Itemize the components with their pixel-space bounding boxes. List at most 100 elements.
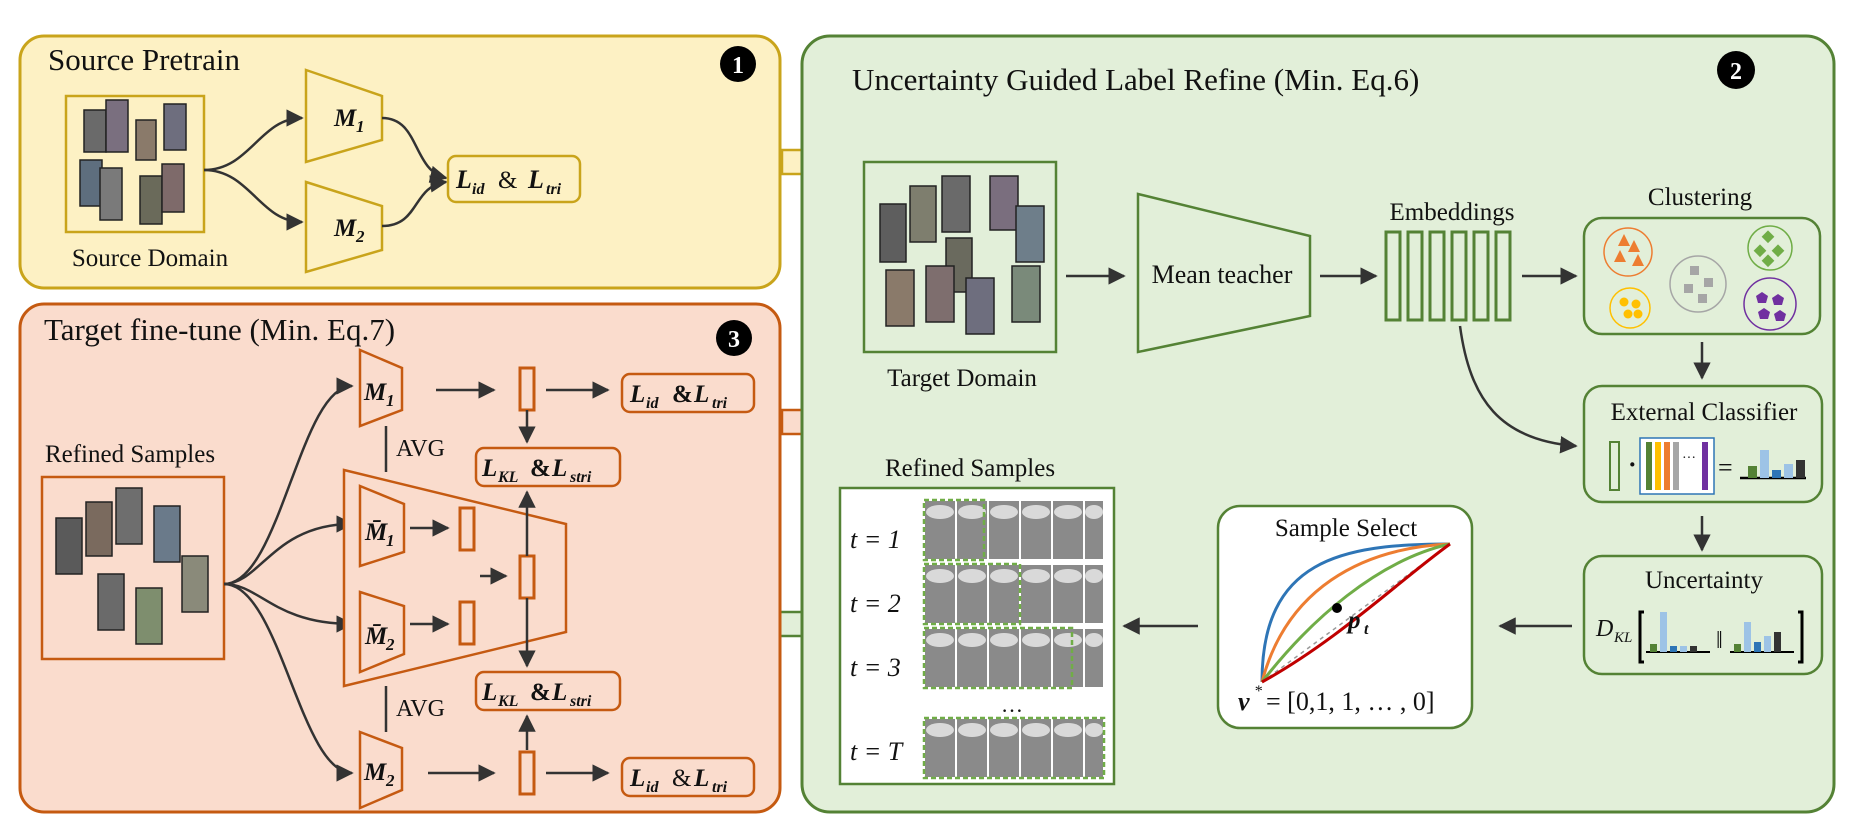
svg-text:M̄: M̄ bbox=[364, 519, 388, 546]
target-domain-label: Target Domain bbox=[887, 365, 1037, 392]
target-domain-images bbox=[862, 160, 1058, 354]
svg-text:L: L bbox=[551, 679, 567, 706]
svg-text:p: p bbox=[1346, 607, 1361, 634]
refined-samples-label-right: Refined Samples bbox=[885, 455, 1055, 482]
svg-text:&: & bbox=[498, 167, 517, 194]
uncertainty-label: Uncertainty bbox=[1645, 567, 1764, 594]
svg-text:t: t bbox=[1364, 621, 1369, 638]
svg-text:KL: KL bbox=[497, 693, 519, 710]
svg-text:M: M bbox=[333, 105, 357, 132]
embeddings-bars bbox=[1384, 230, 1512, 322]
step-3-badge: 3 bbox=[716, 320, 752, 356]
model-m1-target: M 1 bbox=[358, 348, 404, 428]
svg-text:id: id bbox=[472, 181, 485, 198]
loss-top-box: L id & L tri bbox=[620, 372, 756, 414]
refined-samples-images-left bbox=[40, 475, 226, 661]
uncertainty-box: Uncertainty D KL ‖ bbox=[1582, 554, 1824, 676]
svg-text:L: L bbox=[693, 381, 709, 408]
kl-top-box: L KL & L stri bbox=[474, 446, 622, 488]
svg-text:1: 1 bbox=[386, 391, 395, 410]
svg-text:2: 2 bbox=[355, 227, 365, 246]
svg-text:tri: tri bbox=[712, 395, 728, 412]
target-finetune-title: Target fine-tune (Min. Eq.7) bbox=[44, 312, 395, 347]
target-finetune-panel: Target fine-tune (Min. Eq.7) 3 Refined S… bbox=[18, 302, 782, 814]
clustering-box bbox=[1582, 216, 1822, 336]
svg-text:= [0,1, 1, … , 0]: = [0,1, 1, … , 0] bbox=[1266, 687, 1434, 716]
svg-text:L: L bbox=[455, 165, 472, 194]
svg-text:*: * bbox=[1254, 683, 1262, 700]
svg-text:L: L bbox=[481, 679, 497, 706]
svg-text:M: M bbox=[363, 759, 387, 786]
svg-text:2: 2 bbox=[1730, 59, 1742, 85]
svg-text:1: 1 bbox=[356, 117, 365, 136]
kl-bottom-box: L KL & L stri bbox=[474, 670, 622, 712]
row-t1-label: t = 1 bbox=[850, 525, 901, 554]
svg-text:M: M bbox=[333, 215, 357, 242]
mean-teacher: Mean teacher bbox=[1136, 192, 1312, 354]
external-classifier-box: External Classifier · ··· = bbox=[1582, 384, 1824, 504]
sample-select-box: Sample Select p t v * = [0,1, 1, … , 0] bbox=[1216, 504, 1474, 730]
embeddings-label: Embeddings bbox=[1390, 199, 1515, 226]
avg-bottom-label: AVG bbox=[396, 696, 445, 722]
svg-text:stri: stri bbox=[569, 693, 592, 710]
loss-bottom-box: L id & L tri bbox=[620, 756, 756, 798]
svg-text:&: & bbox=[530, 679, 551, 706]
svg-text:=: = bbox=[1718, 453, 1733, 482]
svg-text:…: … bbox=[1001, 692, 1023, 717]
svg-text:stri: stri bbox=[569, 469, 592, 486]
external-classifier-label: External Classifier bbox=[1611, 399, 1798, 426]
step-2-badge: 2 bbox=[1717, 51, 1755, 89]
row-t3-label: t = 3 bbox=[850, 653, 901, 682]
label-refine-title: Uncertainty Guided Label Refine (Min. Eq… bbox=[852, 62, 1419, 97]
svg-text:3: 3 bbox=[728, 327, 740, 353]
source-loss-box: L id & L tri bbox=[446, 154, 582, 204]
svg-text:‖: ‖ bbox=[1716, 628, 1723, 654]
mean-teacher-label: Mean teacher bbox=[1152, 260, 1293, 289]
svg-text:L: L bbox=[481, 455, 497, 482]
svg-text:&: & bbox=[672, 765, 691, 792]
svg-text:1: 1 bbox=[386, 531, 395, 550]
source-domain-label: Source Domain bbox=[72, 245, 229, 272]
svg-text:L: L bbox=[551, 455, 567, 482]
avg-top-label: AVG bbox=[396, 436, 445, 462]
svg-text:L: L bbox=[629, 381, 645, 408]
source-pretrain-title: Source Pretrain bbox=[48, 42, 240, 77]
svg-text:2: 2 bbox=[385, 771, 395, 790]
svg-text:·: · bbox=[1628, 450, 1637, 479]
label-refine-panel: Uncertainty Guided Label Refine (Min. Eq… bbox=[800, 34, 1836, 814]
svg-text:M: M bbox=[363, 379, 387, 406]
row-tT-label: t = T bbox=[850, 737, 904, 766]
svg-text:L: L bbox=[693, 765, 709, 792]
svg-text:···: ··· bbox=[1682, 451, 1696, 466]
mean-teacher-ensemble: M̄ 1 M̄ 2 bbox=[342, 468, 568, 688]
svg-text:L: L bbox=[629, 765, 645, 792]
svg-text:id: id bbox=[646, 395, 659, 412]
feature-bar-m1 bbox=[518, 366, 536, 412]
refined-samples-grid: t = 1 t = 2 t = 3 t = T … bbox=[838, 486, 1116, 786]
source-pretrain-panel: Source Pretrain 1 Source Domain M 1 bbox=[18, 34, 782, 290]
sample-select-label: Sample Select bbox=[1275, 515, 1417, 542]
feature-bar-m2 bbox=[518, 750, 536, 796]
svg-text:KL: KL bbox=[1613, 630, 1632, 646]
model-m2-target: M 2 bbox=[358, 730, 404, 810]
svg-text:id: id bbox=[646, 779, 659, 796]
model-m2-source: M 2 bbox=[304, 180, 384, 274]
source-domain-images bbox=[64, 94, 206, 234]
svg-text:&: & bbox=[530, 455, 551, 482]
svg-text:1: 1 bbox=[732, 53, 744, 79]
model-m1-source: M 1 bbox=[304, 68, 384, 164]
svg-text:L: L bbox=[527, 165, 544, 194]
refined-samples-label-left: Refined Samples bbox=[45, 441, 215, 468]
svg-text:D: D bbox=[1595, 616, 1613, 642]
svg-text:&: & bbox=[672, 381, 693, 408]
svg-text:v: v bbox=[1238, 687, 1250, 716]
svg-text:KL: KL bbox=[497, 469, 519, 486]
svg-text:2: 2 bbox=[385, 635, 395, 654]
step-1-badge: 1 bbox=[720, 46, 756, 82]
svg-text:tri: tri bbox=[712, 779, 728, 796]
clustering-label: Clustering bbox=[1648, 184, 1753, 211]
row-t2-label: t = 2 bbox=[850, 589, 901, 618]
svg-text:tri: tri bbox=[546, 181, 562, 198]
svg-text:M̄: M̄ bbox=[364, 623, 388, 650]
